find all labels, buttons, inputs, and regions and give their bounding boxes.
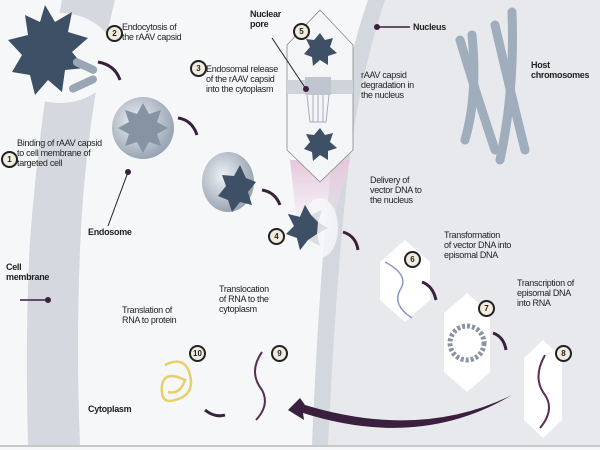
capsid-5a: [304, 33, 337, 66]
step-7-badge: 7: [478, 300, 495, 317]
step-arrows: [97, 60, 508, 418]
protein: [160, 360, 193, 403]
vector-dna: [384, 261, 413, 319]
panel-8: [524, 340, 562, 438]
rna: [254, 351, 550, 429]
step-3-text: Endosomal release of the rAAV capsid int…: [206, 64, 278, 94]
endosome-label: Endosome: [88, 227, 132, 237]
step-5-badge: 5: [293, 23, 310, 40]
host-chromosomes: [455, 7, 530, 165]
step-6-badge: 6: [404, 251, 421, 268]
step-1-text: Binding of rAAV capsid to cell membrane …: [17, 138, 102, 168]
nucleus-label: Nucleus: [413, 22, 446, 32]
step-8-text: Transcription of episomal DNA into RNA: [517, 278, 574, 308]
step-6-text: Delivery of vector DNA to the nucleus: [370, 175, 422, 205]
panel-7: [444, 293, 490, 392]
nuclear-envelope: [312, 0, 385, 445]
nuclear-pore-label: Nuclear pore: [250, 9, 281, 29]
step-9-badge: 9: [271, 345, 288, 362]
step-2-text: Endocytosis of the rAAV capsid: [122, 22, 182, 42]
capsid-1: [8, 5, 88, 95]
big-arrow: [288, 395, 512, 428]
step-4-badge: 4: [268, 228, 285, 245]
episomal-dna: [447, 323, 487, 363]
step-1-badge: 1: [1, 151, 18, 168]
step-10-badge: 10: [189, 345, 206, 362]
cell-membrane: [26, 0, 115, 445]
step-3-badge: 3: [190, 60, 207, 77]
capsid-5b: [304, 128, 337, 161]
step-5-text: rAAV capsid degradation in the nucleus: [361, 70, 414, 100]
step-10-text: Translation of RNA to protein: [122, 305, 177, 325]
step-7-text: Transformation of vector DNA into episom…: [444, 230, 512, 260]
nucleus-region: [320, 0, 600, 445]
step-2-badge: 2: [106, 25, 123, 42]
host-chromosomes-label: Host chromosomes: [531, 60, 590, 80]
cytoplasm-label: Cytoplasm: [88, 404, 132, 414]
cell-membrane-label: Cell membrane: [6, 262, 50, 282]
step-9-text: Translocation of RNA to the cytoplasm: [219, 284, 269, 314]
step-8-badge: 8: [555, 345, 572, 362]
